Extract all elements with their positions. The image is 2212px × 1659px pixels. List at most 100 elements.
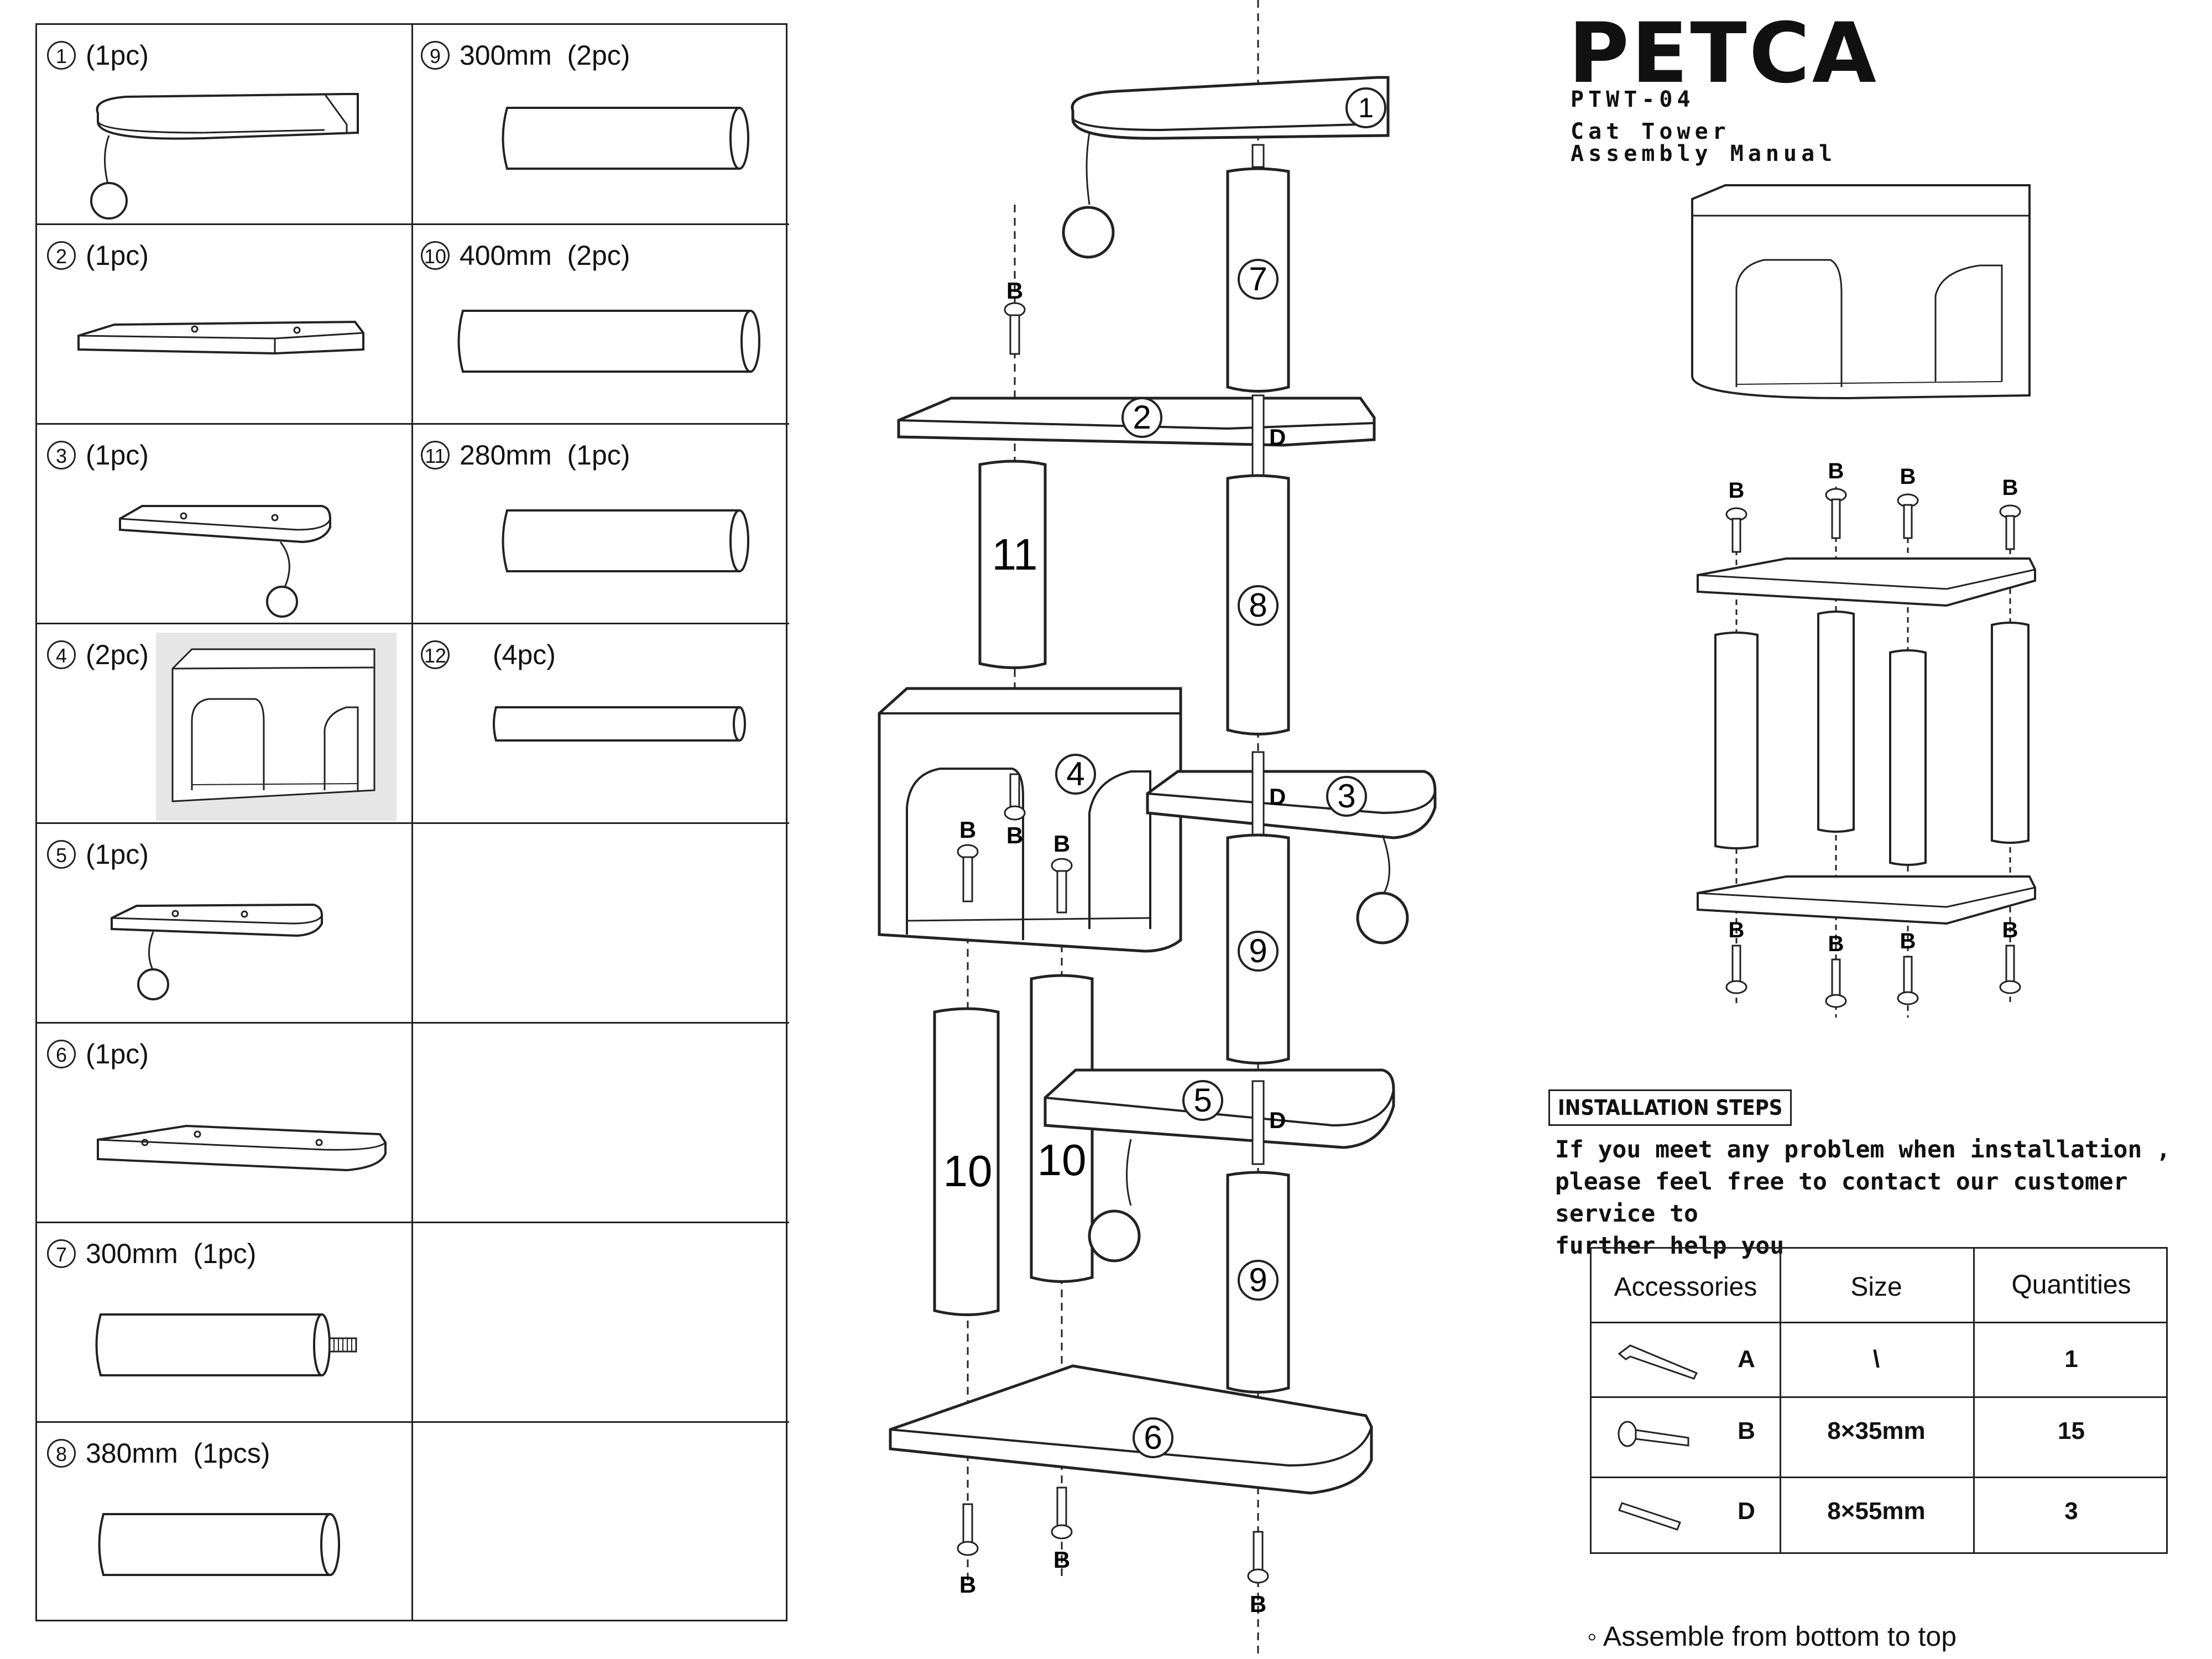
screw-b-icon	[1618, 1421, 1689, 1447]
assembly-order-note: ◦ Assemble from bottom to top	[1587, 1621, 1957, 1652]
svg-text:B: B	[1053, 1547, 1070, 1573]
screw: B	[1725, 478, 1747, 553]
brand-logo: PETCA	[1568, 6, 1879, 102]
part-label: 12(4pc)	[421, 637, 556, 671]
svg-text:4: 4	[1066, 755, 1084, 792]
base-6-drawing	[97, 1124, 387, 1172]
part-cell-6: 6(1pc)	[37, 1024, 413, 1223]
empty-cell	[413, 1423, 789, 1620]
svg-text:6: 6	[1144, 1419, 1162, 1456]
screw: B	[1897, 929, 1919, 1005]
svg-text:5: 5	[1193, 1082, 1212, 1119]
svg-text:B: B	[1828, 459, 1844, 483]
part-label: 1(1pc)	[47, 37, 149, 71]
post-11-drawing	[502, 509, 749, 572]
svg-text:B: B	[1729, 478, 1745, 503]
part-cell-4: 4(2pc)	[37, 624, 413, 824]
accessory-qty: 15	[2058, 1417, 2085, 1444]
accessory-size: \	[1872, 1345, 1880, 1373]
model-number: PTWT-04	[1571, 87, 1695, 112]
svg-text:8: 8	[1249, 587, 1267, 624]
top-perch-drawing	[90, 93, 359, 220]
svg-text:D: D	[1269, 1107, 1286, 1133]
accessory-qty: 1	[2064, 1345, 2078, 1373]
svg-text:B: B	[959, 1572, 976, 1598]
callout-1: 1	[1345, 87, 1386, 128]
doc-title: Cat Tower	[1571, 119, 1730, 144]
svg-text:B: B	[2002, 918, 2018, 942]
support-note: If you meet any problem when installatio…	[1555, 1136, 2171, 1260]
accessories-table: Accessories Size Quantities A \ 1 B 8×35…	[1590, 1247, 2168, 1554]
hex-key-icon	[1618, 1344, 1698, 1380]
post-8-drawing	[98, 1513, 340, 1576]
part-label: 6(1pc)	[47, 1036, 149, 1070]
svg-text:B: B	[1053, 831, 1070, 857]
part-cell-3: 3(1pc)	[37, 425, 413, 624]
screw: B	[1999, 918, 2021, 994]
svg-text:D: D	[1269, 784, 1286, 810]
svg-text:B: B	[1900, 929, 1916, 953]
header-quantities: Quantities	[2011, 1270, 2131, 1300]
part-cell-5: 5(1pc)	[37, 824, 413, 1024]
accessory-code: A	[1738, 1345, 1755, 1373]
header-size: Size	[1850, 1272, 1902, 1302]
platform-2-drawing	[77, 320, 364, 355]
post-12-drawing	[493, 706, 746, 742]
svg-text:B: B	[1828, 932, 1844, 956]
accessory-code: D	[1738, 1498, 1755, 1525]
empty-cell	[413, 1024, 789, 1223]
empty-cell	[413, 1223, 789, 1423]
exploded-tower-diagram: 1 7 2 D B 11 8 4 B B B 3 D 9 10 10	[878, 0, 1437, 1659]
post-7-drawing	[95, 1313, 357, 1376]
part-label: 4(2pc)	[47, 637, 149, 671]
svg-text:1: 1	[1358, 92, 1374, 123]
post-9-drawing	[502, 107, 749, 170]
svg-text:B: B	[1250, 1591, 1266, 1617]
screw: B	[1825, 932, 1847, 1008]
screw: B	[1725, 918, 1747, 994]
empty-cell	[413, 824, 789, 1024]
part-label: 5(1pc)	[47, 836, 149, 870]
part-label: 2(1pc)	[47, 237, 149, 272]
svg-text:B: B	[1006, 278, 1023, 304]
svg-text:B: B	[959, 817, 976, 843]
accessory-code: B	[1738, 1417, 1755, 1444]
svg-text:B: B	[1729, 918, 1745, 942]
bolt-d-icon	[1618, 1502, 1681, 1531]
svg-text:11: 11	[992, 530, 1037, 579]
screw: B	[1999, 476, 2021, 550]
accessory-size: 8×35mm	[1827, 1417, 1926, 1444]
part-cell-12: 12(4pc)	[413, 624, 789, 824]
svg-text:10: 10	[943, 1146, 993, 1196]
doc-subtitle: Assembly Manual	[1571, 141, 1837, 166]
post-10-drawing	[457, 310, 760, 373]
platform-3-drawing	[119, 505, 331, 618]
screw: B	[1897, 465, 1919, 539]
header-accessories: Accessories	[1614, 1272, 1757, 1302]
accessory-size: 8×55mm	[1827, 1498, 1926, 1525]
svg-text:7: 7	[1249, 260, 1267, 298]
svg-text:2: 2	[1133, 399, 1151, 436]
screw: B	[1825, 459, 1847, 539]
part-cell-2: 2(1pc)	[37, 225, 413, 425]
platform-5-drawing	[111, 903, 323, 1000]
svg-text:B: B	[2002, 476, 2018, 500]
condo-box-drawing	[156, 633, 397, 821]
accessory-qty: 3	[2064, 1498, 2078, 1525]
installation-steps-badge: INSTALLATION STEPS	[1548, 1089, 1792, 1126]
box-assembly-diagram: B B B B B B B B	[1691, 184, 2036, 1018]
svg-text:10: 10	[1037, 1135, 1087, 1185]
svg-text:3: 3	[1337, 778, 1355, 815]
part-label: 3(1pc)	[47, 437, 149, 471]
